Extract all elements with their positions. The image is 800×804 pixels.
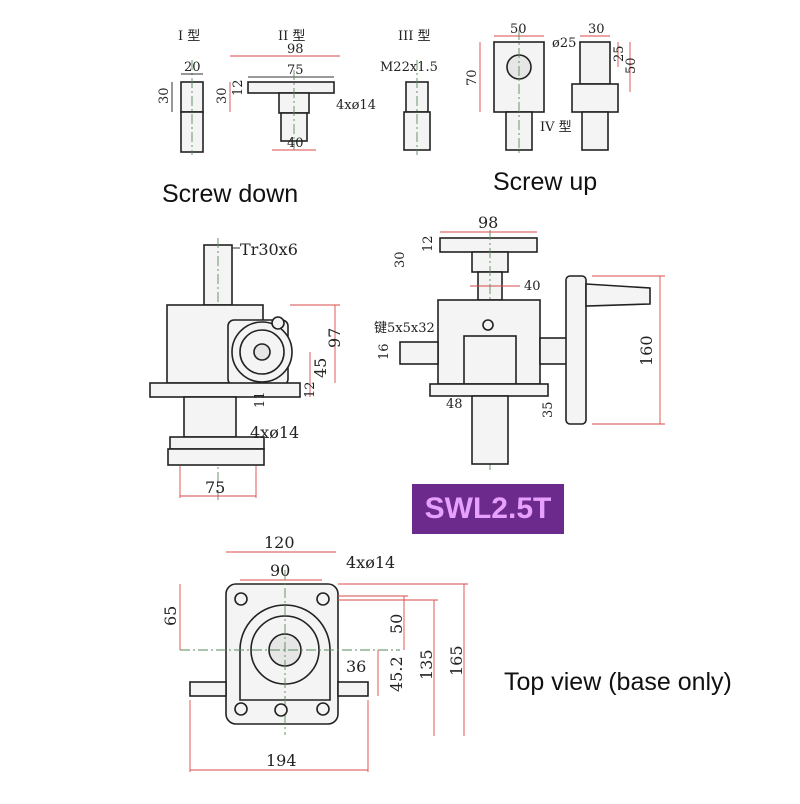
top-dim-135: 135 — [417, 649, 436, 680]
type-2-holes-dim: 4xø14 — [336, 98, 376, 113]
top-dim-36: 36 — [346, 657, 366, 676]
type-4-side-body — [571, 83, 619, 113]
type-1-label: I 型 — [178, 29, 200, 44]
caption-screw-up: Screw up — [493, 168, 598, 196]
side-screw-lower — [471, 395, 509, 465]
top-dim-65: 65 — [161, 606, 180, 626]
type-2-flange — [247, 81, 335, 94]
type-4-height-dim: 70 — [465, 69, 480, 86]
type-1-end: I 型 20 30 — [157, 29, 204, 155]
top-dim-45-2: 45.2 — [387, 656, 406, 692]
side-key-dim: 键5x5x32 — [374, 321, 435, 336]
type-1-width-dim: 20 — [184, 60, 201, 75]
side-output-shaft — [539, 337, 569, 365]
type-4-side-lug — [579, 41, 611, 85]
type-2-height-dim: 30 — [215, 87, 230, 104]
type-4-label: IV 型 — [540, 120, 572, 135]
front-view: Tr30x6 97 45 12 11 4xø14 75 — [149, 238, 344, 500]
side-dim-30: 30 — [393, 251, 408, 268]
side-handwheel-160-dim: 160 — [637, 335, 656, 366]
side-base-plate — [429, 383, 549, 397]
front-end-flange — [167, 448, 265, 466]
type-4-bore-dim: ø25 — [552, 36, 576, 51]
side-dim-16: 16 — [377, 343, 392, 360]
top-mount-hole-tr — [316, 592, 330, 606]
type-2-label: II 型 — [278, 29, 305, 44]
top-width-120-dim: 120 — [264, 533, 295, 552]
front-thread-dim: Tr30x6 — [240, 240, 298, 259]
type-2-overall-dim: 98 — [287, 42, 304, 57]
type-2-flange-dim: 75 — [287, 63, 304, 78]
top-width-194-dim: 194 — [266, 751, 297, 770]
type-4-side-h1-dim: 25 — [612, 45, 627, 62]
top-mount-hole-bl — [234, 702, 248, 716]
front-dim-12: 12 — [303, 381, 318, 398]
side-handwheel-handle — [585, 283, 651, 307]
front-height-45-dim: 45 — [311, 358, 330, 378]
front-worm-shaft — [253, 343, 271, 361]
side-center-boss — [463, 335, 517, 385]
front-base-plate — [149, 382, 301, 398]
caption-screw-down: Screw down — [162, 180, 299, 208]
type-2-base-dim: 40 — [287, 136, 304, 151]
side-top-flange — [439, 237, 538, 253]
top-mount-hole-tl — [234, 592, 248, 606]
type-2-thickness-dim: 12 — [231, 79, 246, 96]
type-3-end: III 型 M22x1.5 — [380, 29, 438, 155]
type-4-side-shaft — [581, 111, 609, 151]
front-base-75-dim: 75 — [205, 478, 225, 497]
front-holes-dim: 4xø14 — [250, 423, 299, 442]
side-view: 98 30 12 40 键5x5x32 16 48 35 160 — [374, 213, 665, 470]
caption-top-view: Top view (base only) — [504, 668, 732, 696]
side-dim-12: 12 — [421, 235, 436, 252]
front-dim-11: 11 — [253, 391, 268, 408]
top-input-shaft-left — [189, 681, 227, 697]
top-grease-nipple — [274, 703, 288, 717]
side-handwheel — [565, 275, 587, 425]
side-dim-48: 48 — [446, 397, 463, 412]
top-dim-50: 50 — [387, 614, 406, 634]
type-2-end: II 型 98 75 30 12 4xø14 40 — [215, 29, 376, 151]
type-4-width-dim: 50 — [510, 22, 527, 37]
type-4-side-h2-dim: 50 — [624, 57, 639, 74]
side-dim-40: 40 — [524, 279, 541, 294]
type-3-thread-dim: M22x1.5 — [380, 60, 438, 75]
top-view: 120 90 4xø14 65 50 135 165 36 45.2 194 — [161, 533, 468, 772]
type-4-end: 50 ø25 70 IV 型 30 25 50 — [465, 22, 639, 155]
side-input-shaft — [399, 341, 439, 365]
top-width-90-dim: 90 — [270, 561, 290, 580]
type-1-height-dim: 30 — [157, 87, 172, 104]
top-mount-hole-br — [316, 702, 330, 716]
top-input-shaft-right — [337, 681, 369, 697]
front-lower-sleeve — [183, 396, 237, 438]
front-height-97-dim: 97 — [325, 328, 344, 348]
side-flange-98-dim: 98 — [478, 213, 498, 232]
side-grease-nipple — [482, 319, 494, 331]
side-dim-35: 35 — [541, 401, 556, 418]
type-4-side-width-dim: 30 — [588, 22, 605, 37]
type-3-label: III 型 — [398, 29, 431, 44]
top-dim-165: 165 — [447, 645, 466, 676]
top-holes-dim: 4xø14 — [346, 553, 395, 572]
model-badge: SWL2.5T — [412, 484, 564, 534]
front-grease-nipple — [271, 316, 285, 330]
